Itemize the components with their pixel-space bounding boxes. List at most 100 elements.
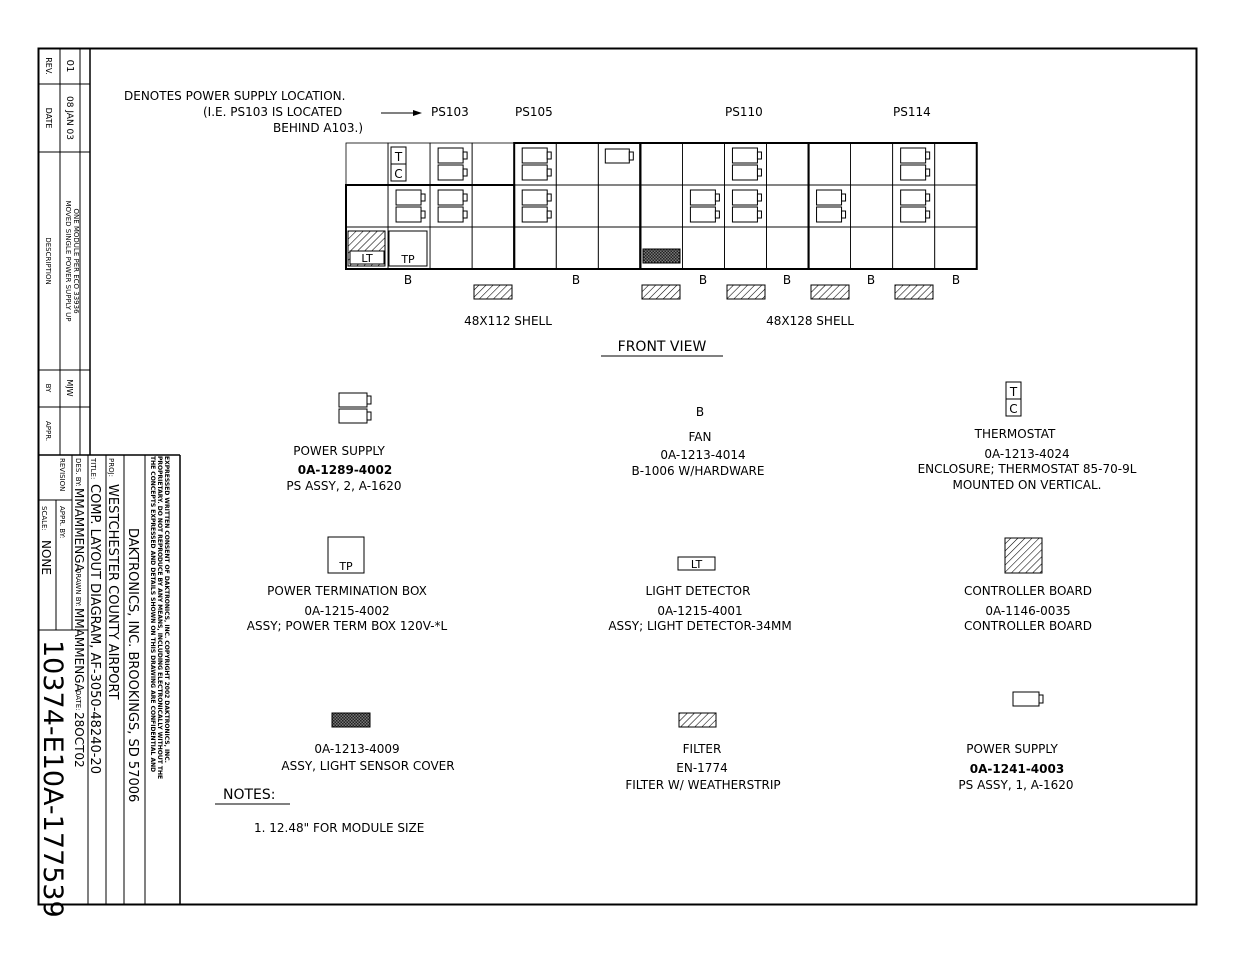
ps-location-note-line3: BEHIND A103.) bbox=[273, 121, 363, 135]
front-view: DENOTES POWER SUPPLY LOCATION. (I.E. PS1… bbox=[124, 89, 978, 357]
module-items bbox=[395, 147, 931, 223]
power-supply-unit bbox=[900, 206, 927, 223]
legend-filter-desc: FILTER W/ WEATHERSTRIP bbox=[625, 778, 780, 792]
fan-icon: B bbox=[696, 405, 704, 419]
filter-4 bbox=[810, 284, 850, 300]
power-supply-tab bbox=[925, 151, 931, 160]
appr-header: APPR. bbox=[44, 421, 52, 441]
legend-ps2-desc: PS ASSY, 2, A-1620 bbox=[286, 479, 401, 493]
filter-5 bbox=[894, 284, 934, 300]
power-supply-tab bbox=[462, 168, 468, 177]
module-cell bbox=[682, 142, 725, 186]
power-supply-unit bbox=[816, 206, 843, 223]
power-supply-tab bbox=[925, 168, 931, 177]
legend-thermostat-desc: ENCLOSURE; THERMOSTAT 85-70-9L bbox=[918, 462, 1137, 476]
scale-value: NONE bbox=[39, 540, 53, 575]
power-supply-tab bbox=[420, 193, 426, 202]
fan-label-3: B bbox=[699, 273, 707, 287]
filter-3 bbox=[726, 284, 766, 300]
legend-lightdet-part: 0A-1215-4001 bbox=[657, 604, 742, 618]
legend-ctrl-name: CONTROLLER BOARD bbox=[964, 584, 1092, 598]
dual-power-supply-icon bbox=[731, 189, 762, 223]
ps-label-ps114: PS114 bbox=[893, 105, 931, 119]
module-cell bbox=[934, 142, 978, 186]
power-supply-tab bbox=[462, 151, 468, 160]
legend-ps1-part: 0A-1241-4003 bbox=[970, 762, 1064, 776]
filter-1 bbox=[473, 284, 513, 300]
front-view-title: FRONT VIEW bbox=[618, 339, 707, 355]
project-name: WESTCHESTER COUNTY AIRPORT bbox=[105, 484, 120, 700]
power-supply-unit bbox=[437, 189, 464, 206]
title-label: TITLE: bbox=[89, 457, 97, 479]
shell-label-48x112: 48X112 SHELL bbox=[464, 314, 552, 328]
note-item-1: 1. 12.48" FOR MODULE SIZE bbox=[254, 821, 424, 835]
power-supply-tab bbox=[546, 168, 552, 177]
light-detector-icon-label: LT bbox=[691, 558, 703, 571]
power-supply-unit bbox=[437, 147, 464, 164]
revision-label: REVISION bbox=[58, 458, 66, 491]
module-cell bbox=[934, 226, 978, 270]
power-supply-tab bbox=[628, 151, 634, 161]
confidentiality-line1: THE CONCEPTS EXPRESSED AND DETAILS SHOWN… bbox=[149, 456, 156, 772]
module-cell bbox=[682, 226, 725, 270]
power-supply-tab bbox=[420, 210, 426, 219]
power-supply-unit bbox=[437, 164, 464, 181]
power-supply-unit bbox=[689, 206, 716, 223]
module-cell bbox=[850, 226, 894, 270]
des-label: DES. BY: bbox=[74, 458, 82, 487]
appr-by-label: APPR. BY: bbox=[58, 506, 66, 538]
date-header: DATE bbox=[44, 108, 53, 129]
grid-thermostat-c: C bbox=[394, 167, 402, 181]
dual-power-supply-icon bbox=[816, 189, 847, 223]
grid-light-detector-label: LT bbox=[361, 252, 373, 265]
module-cell bbox=[555, 142, 599, 186]
power-supply-tab bbox=[756, 168, 762, 177]
module-cell bbox=[766, 184, 809, 228]
legend-thermostat-extra: MOUNTED ON VERTICAL. bbox=[953, 478, 1102, 492]
power-supply-tab bbox=[546, 210, 552, 219]
power-supply-unit bbox=[521, 189, 548, 206]
legend-cover-desc: ASSY, LIGHT SENSOR COVER bbox=[281, 759, 454, 773]
power-supply-unit bbox=[604, 148, 630, 164]
description-line1: MOVED SINGLE POWER SUPPLY UP bbox=[64, 201, 72, 322]
drawn-label: DRAWN BY: bbox=[74, 568, 82, 607]
filter-icon bbox=[678, 712, 717, 728]
drawing-number: 10374-E10A-177539 bbox=[37, 640, 68, 918]
module-cell bbox=[471, 226, 515, 270]
legend-lightdet-desc: ASSY; LIGHT DETECTOR-34MM bbox=[608, 619, 791, 633]
fan-label-1: B bbox=[404, 273, 412, 287]
legend-light-detector: LT LIGHT DETECTOR 0A-1215-4001 ASSY; LIG… bbox=[608, 556, 792, 633]
legend-fan-name: FAN bbox=[689, 430, 712, 444]
module-cell bbox=[808, 142, 851, 186]
module-cell bbox=[639, 184, 683, 228]
proj-label: PROJ: bbox=[107, 458, 115, 477]
module-cell bbox=[934, 184, 978, 228]
thermostat-icon: T C bbox=[1005, 381, 1022, 417]
legend-filter-part: EN-1774 bbox=[676, 761, 727, 775]
module-cell bbox=[597, 184, 641, 228]
grid-power-termination-label: TP bbox=[400, 253, 415, 266]
title-block: THE CONCEPTS EXPRESSED AND DETAILS SHOWN… bbox=[37, 454, 181, 918]
module-cell bbox=[513, 226, 557, 270]
module-cell bbox=[471, 142, 515, 186]
legend-ctrl-part: 0A-1146-0035 bbox=[985, 604, 1070, 618]
controller-board-icon bbox=[1004, 537, 1043, 574]
legend-ctrl-desc: CONTROLLER BOARD bbox=[964, 619, 1092, 633]
dual-power-supply-icon bbox=[521, 147, 552, 181]
module-cell bbox=[892, 226, 936, 270]
power-supply-tab bbox=[714, 193, 720, 202]
module-cell bbox=[808, 226, 851, 270]
legend: POWER SUPPLY 0A-1289-4002 PS ASSY, 2, A-… bbox=[247, 381, 1137, 792]
dual-power-supply-icon bbox=[731, 147, 762, 181]
grid-light-sensor-cover bbox=[642, 248, 681, 264]
power-supply-tab bbox=[714, 210, 720, 219]
rev-header: REV. bbox=[44, 57, 53, 75]
designer: MMAMMENGA bbox=[72, 488, 86, 572]
module-cell bbox=[724, 226, 767, 270]
power-supply-unit bbox=[437, 206, 464, 223]
grid-power-termination-box bbox=[388, 230, 428, 267]
light-detector-icon: LT bbox=[677, 556, 716, 571]
single-power-supply-icon bbox=[1012, 691, 1044, 707]
rev-value: 01 bbox=[64, 60, 75, 73]
power-supply-unit bbox=[395, 189, 422, 206]
